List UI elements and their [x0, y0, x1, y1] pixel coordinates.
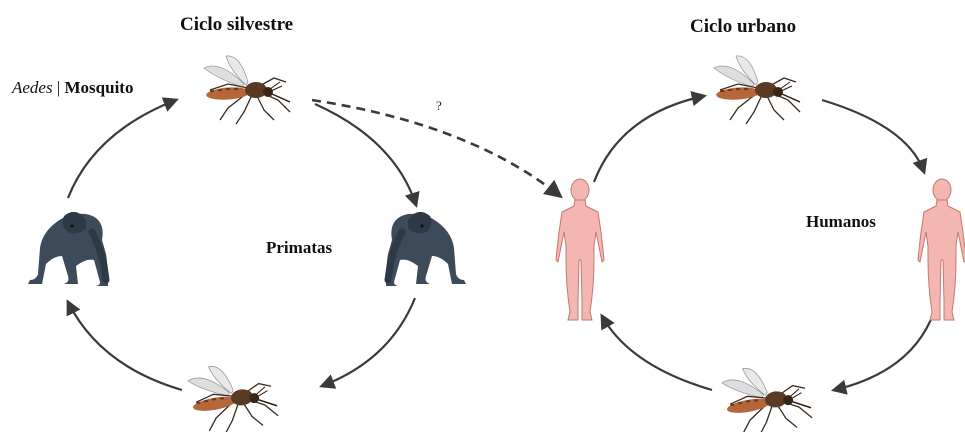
human-icon-right — [918, 179, 965, 320]
primate-icon-left — [28, 212, 108, 286]
mosquito-icon-sylvatic-top — [204, 56, 290, 124]
spillover-question-mark: ? — [436, 98, 442, 114]
human-host-label: Humanos — [806, 212, 876, 232]
mosquito-icon-urban-top — [714, 56, 800, 124]
primate-host-label: Primatas — [266, 238, 332, 258]
vector-label-genus: Aedes — [12, 78, 53, 97]
mosquito-icon-urban-bottom — [721, 362, 814, 432]
urban-arrow-human-to-mosquito-top — [594, 96, 704, 182]
sylvatic-arrow-primate-to-mosquito-top — [68, 100, 176, 198]
urban-arrow-human-to-mosquito — [834, 312, 934, 390]
spillover-dashed-arrow — [312, 100, 560, 196]
sylvatic-arrow-primate-to-mosquito — [322, 298, 415, 386]
vector-label-separator: | — [57, 78, 60, 97]
human-icon-left — [556, 179, 604, 320]
urban-arrow-mosquito-to-human — [822, 100, 924, 172]
urban-cycle-title: Ciclo urbano — [690, 16, 796, 38]
sylvatic-cycle-title: Ciclo silvestre — [180, 14, 293, 36]
sylvatic-arrow-mosquito-to-primate-left — [68, 302, 182, 390]
primate-icon-right — [386, 212, 466, 286]
mosquito-icon-sylvatic-bottom — [187, 360, 280, 432]
vector-label-common: Mosquito — [65, 78, 134, 97]
vector-label: Aedes | Mosquito — [12, 78, 133, 98]
urban-arrow-mosquito-to-human-left — [602, 316, 712, 390]
